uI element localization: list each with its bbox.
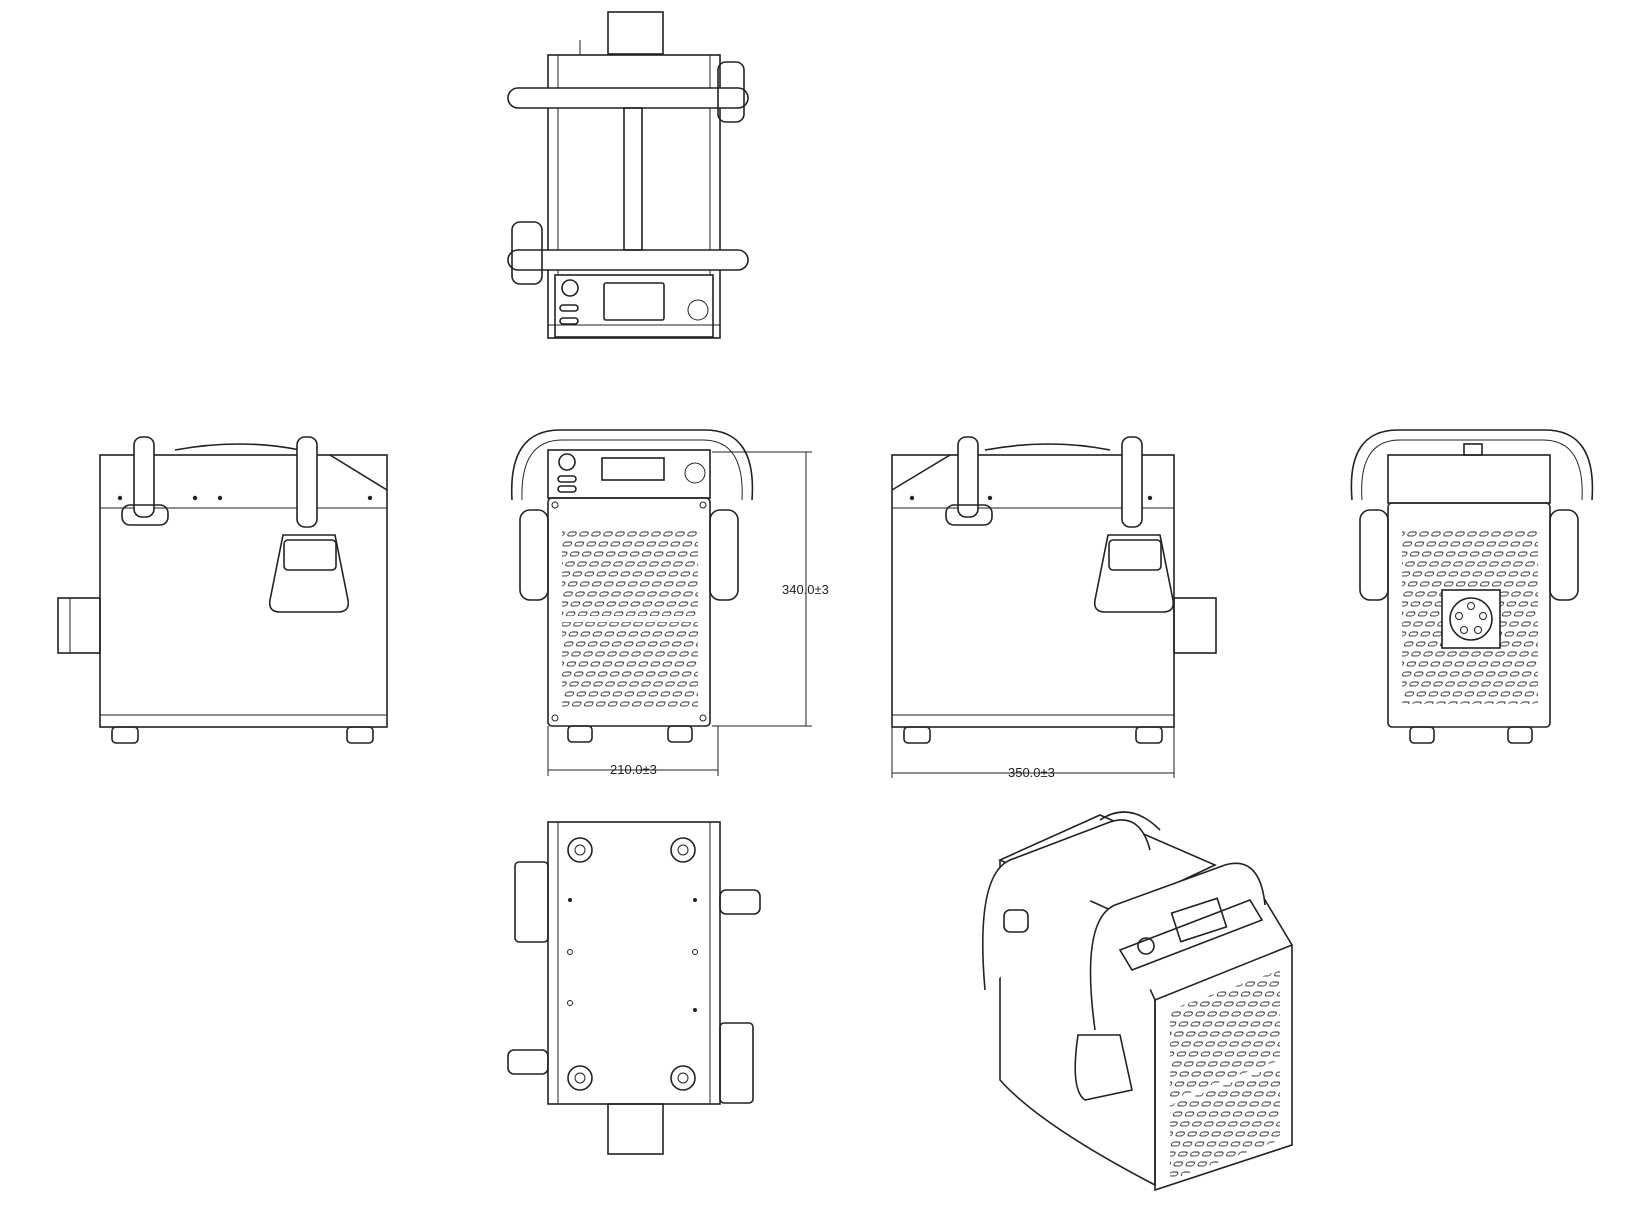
rear-view [1350,429,1594,744]
rear-power-socket [1441,589,1501,649]
width-dimension-label: 210.0±3 [610,762,657,777]
depth-dimension-label: 350.0±3 [1008,765,1055,780]
depth-dimension: 350.0±3 [891,727,1175,780]
isometric-view [981,811,1294,1192]
height-dimension: 340.0±3 [712,451,829,727]
bottom-view [507,821,761,1155]
left-side-connector [268,534,350,613]
right-side-connector [1093,534,1175,613]
front-view [510,429,754,743]
left-side-view [57,436,388,744]
height-dimension-label: 340.0±3 [782,582,829,597]
width-dimension: 210.0±3 [547,726,719,777]
front-vent-lower [562,622,698,708]
top-view-control-panel [554,274,714,338]
isometric-vent-lower [1170,1065,1280,1180]
isometric-vent-upper [1170,970,1280,1100]
right-side-view [891,436,1217,744]
front-vent-upper [562,528,698,616]
top-view [507,11,749,339]
